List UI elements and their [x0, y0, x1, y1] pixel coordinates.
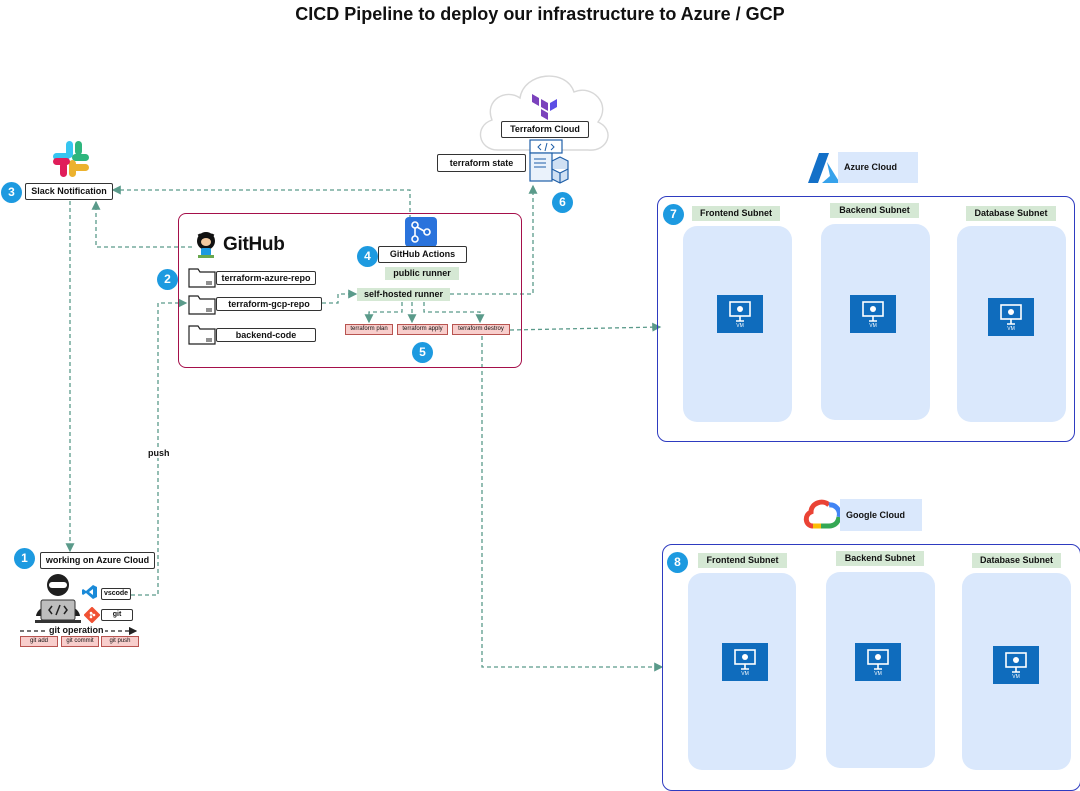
vscode-icon — [82, 584, 98, 600]
developer-label: working on Azure Cloud — [40, 552, 155, 569]
badge-4: 4 — [357, 246, 378, 267]
git-add-command: git add — [20, 636, 58, 647]
repo-backend-code[interactable]: backend-code — [216, 328, 316, 342]
vm-label: VM — [1012, 674, 1020, 680]
badge-5: 5 — [412, 342, 433, 363]
push-label: push — [146, 448, 172, 458]
git-commit-command: git commit — [61, 636, 99, 647]
google-cloud-label: Google Cloud — [846, 510, 905, 520]
azure-backend-subnet-label: Backend Subnet — [830, 203, 919, 218]
folder-icon — [188, 266, 216, 288]
azure-label-box: Azure Cloud — [838, 152, 918, 183]
vm-label: VM — [741, 671, 749, 677]
terraform-state-label: terraform state — [437, 154, 526, 172]
google-cloud-icon — [803, 498, 843, 530]
folder-icon — [188, 323, 216, 345]
github-actions-label: GitHub Actions — [378, 246, 467, 263]
azure-icon — [808, 152, 840, 184]
self-hosted-runner-label[interactable]: self-hosted runner — [357, 288, 450, 301]
badge-7: 7 — [663, 204, 684, 225]
destroy-to-azure-connector — [509, 322, 662, 332]
terraform-apply-command: terraform apply — [397, 324, 448, 335]
terraform-cloud-label: Terraform Cloud — [501, 121, 589, 138]
badge-3: 3 — [1, 182, 22, 203]
vscode-label[interactable]: vscode — [101, 588, 131, 600]
vm-label: VM — [874, 671, 882, 677]
azure-cloud-container — [657, 196, 1075, 442]
badge-8: 8 — [667, 552, 688, 573]
repo-terraform-azure[interactable]: terraform-azure-repo — [216, 271, 316, 285]
slack-icon — [51, 139, 91, 179]
git-icon — [83, 606, 101, 624]
public-runner-label: public runner — [385, 267, 459, 280]
vm-icon: VM — [850, 295, 896, 333]
vm-icon: VM — [717, 295, 763, 333]
gcp-frontend-subnet-label: Frontend Subnet — [698, 553, 787, 568]
terraform-state-icon — [526, 139, 570, 185]
developer-icon — [32, 572, 84, 624]
git-operation-label: git operation — [48, 625, 105, 635]
google-cloud-label-box: Google Cloud — [840, 499, 922, 531]
terraform-destroy-command: terraform destroy — [452, 324, 510, 335]
vm-icon: VM — [993, 646, 1039, 684]
folder-icon — [188, 293, 216, 315]
slack-notification-label: Slack Notification — [25, 183, 113, 200]
github-brand: GitHub — [223, 234, 285, 255]
azure-cloud-label: Azure Cloud — [844, 162, 897, 172]
git-push-command: git push — [101, 636, 139, 647]
vm-icon: VM — [722, 643, 768, 681]
terraform-plan-command: terraform plan — [345, 324, 393, 335]
azure-database-subnet-label: Database Subnet — [966, 206, 1056, 221]
badge-1: 1 — [14, 548, 35, 569]
vm-label: VM — [736, 323, 744, 329]
badge-6: 6 — [552, 192, 573, 213]
vm-icon: VM — [988, 298, 1034, 336]
azure-frontend-subnet-label: Frontend Subnet — [692, 206, 780, 221]
gcp-database-subnet-label: Database Subnet — [972, 553, 1061, 568]
github-actions-icon — [405, 217, 437, 247]
diagram-title: CICD Pipeline to deploy our infrastructu… — [295, 4, 785, 24]
git-label[interactable]: git — [101, 609, 133, 621]
destroy-to-gcp-connector — [481, 336, 664, 672]
vm-label: VM — [1007, 326, 1015, 332]
gcp-backend-subnet-label: Backend Subnet — [836, 551, 924, 566]
terraform-icon — [532, 94, 558, 120]
github-icon — [194, 231, 218, 259]
badge-2: 2 — [157, 269, 178, 290]
repo-terraform-gcp[interactable]: terraform-gcp-repo — [216, 297, 322, 311]
vm-icon: VM — [855, 643, 901, 681]
vm-label: VM — [869, 323, 877, 329]
github-box — [178, 213, 522, 368]
